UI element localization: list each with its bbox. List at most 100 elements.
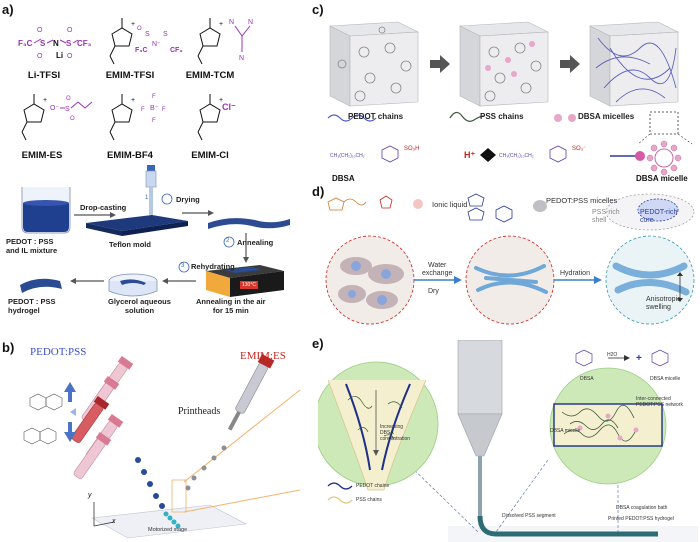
panel-e-label: e) [312,336,324,351]
svg-text:CF₃: CF₃ [170,47,183,54]
svg-text:+: + [131,97,135,104]
svg-text:SO₃⁻: SO₃⁻ [572,146,586,152]
svg-text:O: O [70,116,75,122]
emim-tfsi-structure: + O S N⁻ S F₃C CF₃ [109,18,183,65]
hotplate-display: 130°C [242,282,256,288]
svg-text:O⁻: O⁻ [50,105,59,112]
ionic-liquid-label: Ionic liquid [432,200,468,209]
panel-d-label: d) [312,184,325,199]
mixture-label: PEDOT : PSS and IL mixture [6,237,58,255]
svg-text:F: F [162,107,166,113]
svg-text:F: F [152,94,156,100]
drying-label: Drying [176,195,200,204]
emim-es-label: EMIM:ES [240,350,286,362]
water-exchange-label: Water exchange [422,262,453,277]
svg-text:F₃C: F₃C [135,47,148,54]
rehydrating-label: Rehydrating [191,262,235,271]
panel-e-diagram: + [318,340,698,542]
svg-text:+: + [43,97,47,104]
svg-text:S: S [163,31,168,38]
dbsa-micelle-left-label: DBSA micelle [550,428,581,434]
molecule-name: EMIM-TCM [185,70,235,81]
svg-text:O: O [37,27,43,34]
pss-rich-shell-label: PSS-rich shell [592,209,620,224]
dbsa-ion-tail-formula: CH₃(CH₂)₁₀CH₂ [499,153,534,159]
cube-3 [588,21,693,145]
step2-number: 2 [226,238,230,244]
emim-bf4-structure: + B⁻ F F F F [109,94,166,141]
printheads-label: Printheads [178,406,221,417]
cube-2 [458,21,550,107]
svg-text:N: N [239,55,244,62]
panel-b-label: b) [2,340,15,355]
chloride-label: Cl⁻ [222,102,236,112]
svg-text:O: O [137,26,142,32]
pedot-chains-label-e: PEDOT chains [356,483,389,489]
anisotropic-swelling-label: Anisotropic swelling [646,296,681,311]
axis-y-label: y [88,492,92,499]
svg-text:F₃C: F₃C [18,39,33,48]
svg-text:B⁻: B⁻ [150,105,159,112]
glycerol-label: Glycerol aqueous solution [108,297,171,315]
hydrogel-label: PEDOT : PSS hydrogel [8,297,56,315]
axis-x-label: x [112,518,116,525]
svg-text:+: + [131,21,135,28]
panel-c-label: c) [312,2,324,17]
svg-text:N: N [229,19,234,26]
svg-text:+: + [219,21,223,28]
svg-text:O: O [67,53,73,60]
motorized-stage-label: Motorized stage [148,527,188,533]
svg-text:SO₃H: SO₃H [404,146,419,152]
mixture-beaker [21,187,71,234]
emim-tcm-structure: + N N N [197,18,253,65]
svg-text:S: S [40,39,46,48]
svg-text:O: O [37,53,43,60]
coagulation-bath-label: DBSA coagulation bath [616,505,668,511]
svg-text:N⁻: N⁻ [152,41,161,48]
teflon-mold-label: Teflon mold [109,240,151,249]
panel-a-process [20,165,290,297]
molecule-name: EMIM-BF4 [107,150,153,161]
pedot-printheads [71,355,134,479]
pedot-rich-core-label: PEDOT-rich core [640,209,678,224]
pss-chains-label-e: PSS chains [356,497,382,503]
svg-text:F: F [152,118,156,124]
molecule-name: EMIM-Cl [191,150,229,161]
dbsa-micelle-label-e: DBSA micelle [650,376,681,382]
panel-c-diagram: SO₃H H⁺ SO₃⁻ [327,21,693,176]
li-tfsi-structure: F₃C S O O N Li S O O CF₃ [18,27,92,60]
svg-text:N: N [248,19,253,26]
panel-a-label: a) [2,2,14,17]
svg-text:+: + [219,97,223,104]
svg-text:S: S [66,39,72,48]
panel-a-molecules: F₃C S O O N Li S O O CF₃ + O S N⁻ S F₃C … [18,18,253,141]
svg-text:CF₃: CF₃ [77,39,92,48]
panel-d-diagram [325,193,695,325]
pedot-pss-micelles-label: PEDOT:PSS micelles [546,196,618,205]
dry-label: Dry [428,288,439,295]
hydration-label: Hydration [560,270,590,277]
dbsa-micelle-large [646,140,682,176]
dbsa-label-e: DBSA [580,376,594,382]
svg-text:F: F [141,107,145,113]
h2o-label: H2O [607,352,618,358]
pedot-pss-label: PEDOT:PSS [30,346,87,358]
drop-casting-label: Drop-casting [80,203,127,212]
pedot-chains-legend: PEDOT chains [348,112,404,121]
svg-text:S: S [65,106,70,113]
increasing-dbsa-label: Increasing DBSA concentration [380,424,411,442]
annealing-air-label: Annealing in the air for 15 min [196,297,266,315]
step3-number: 3 [181,263,185,269]
svg-text:O: O [66,96,71,102]
svg-text:Li: Li [56,51,63,60]
step1-number: 1 [145,195,149,201]
molecule-name: Li-TFSI [27,70,61,81]
dissolved-pss-label: Dissolved PSS segment [502,513,556,519]
svg-text:N: N [53,39,59,48]
pss-chains-legend: PSS chains [480,112,524,121]
svg-text:+: + [636,353,642,364]
annealing-label: Annealing [237,238,274,247]
molecule-name: EMIM-ES [21,150,63,161]
dbsa-micelles-legend: DBSA micelles [578,112,635,121]
cube-1 [328,21,420,107]
